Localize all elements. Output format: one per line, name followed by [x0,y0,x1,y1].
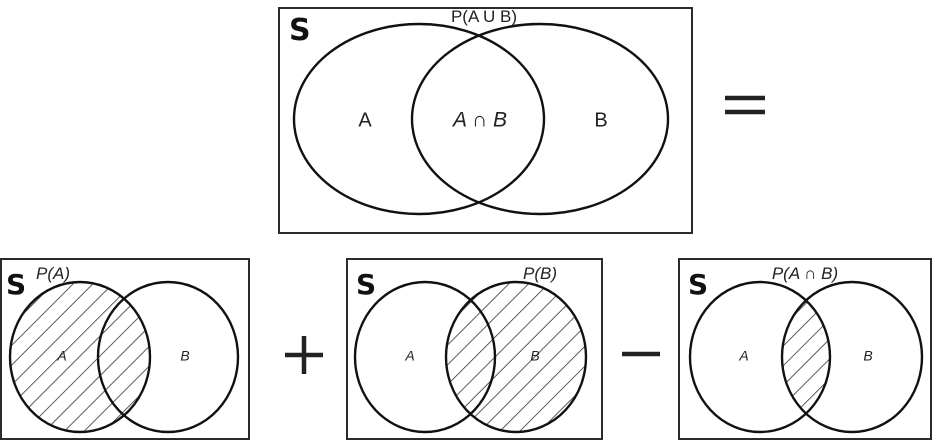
shaded-region-intersection [782,282,830,432]
set-a-label: A [358,109,372,131]
panel-probability-intersection: S P(A ∩ B) A B [678,258,932,440]
set-a-circle [353,280,497,434]
union-panel: S P(A U B) A A ∩ B B [278,7,693,234]
set-b-label: B [863,348,872,364]
sample-space-symbol: S [356,268,376,301]
plus-sign: + [285,336,323,374]
equals-sign: = [725,95,765,115]
panel-probability-a: S P(A) A B [0,258,250,440]
panel-probability-b: S P(B) A B [346,258,603,440]
set-b-label: B [530,348,539,364]
svg-text:=: = [745,104,746,106]
panel-title: P(B) [523,264,557,283]
minus-sign: − [622,351,660,357]
sample-space-symbol: S [289,13,311,48]
set-b-label: B [594,109,607,131]
set-a-label: A [56,348,66,364]
union-title: P(A U B) [451,7,517,26]
panel-title: P(A ∩ B) [772,264,838,283]
sample-space-symbol: S [688,268,708,301]
set-b-circle [410,22,670,216]
sample-space-symbol: S [6,268,26,301]
set-a-circle [292,22,546,216]
set-b-circle [780,280,924,434]
panel-title: P(A) [36,264,70,283]
intersection-label: A ∩ B [451,109,507,132]
set-a-circle [8,280,152,434]
shaded-region-b [446,282,586,432]
set-a-label: A [404,348,414,364]
set-b-circle [96,280,240,434]
set-a-label: A [738,348,748,364]
shaded-region-a [10,282,150,432]
set-b-label: B [180,348,189,364]
set-b-circle [444,280,588,434]
set-a-circle [688,280,832,434]
